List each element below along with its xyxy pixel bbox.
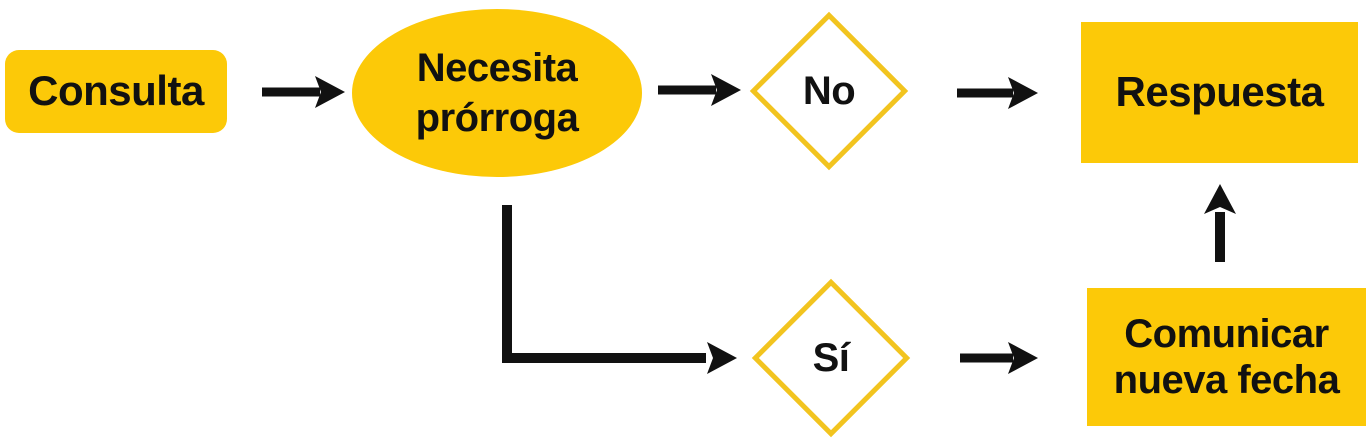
arrow-no-to-respuesta: [957, 77, 1038, 109]
node-no-label: No: [773, 63, 885, 119]
node-consulta: Consulta: [5, 50, 227, 133]
node-consulta-label: Consulta: [28, 67, 204, 115]
node-si-label: Sí: [775, 330, 887, 386]
arrow-consulta-to-necesita: [262, 76, 345, 108]
node-no-text: No: [802, 68, 856, 113]
arrow-si-to-comunicar: [960, 342, 1038, 374]
node-comunicar-line1: Comunicar: [1124, 312, 1329, 356]
node-necesita-prorroga: Necesita prórroga: [352, 9, 642, 177]
arrow-comunicar-to-respuesta: [1204, 184, 1236, 262]
arrow-necesita-to-si: [502, 205, 737, 374]
node-respuesta-label: Respuesta: [1115, 68, 1324, 116]
node-si-text: Sí: [812, 335, 850, 380]
node-comunicar-nueva-fecha: Comunicar nueva fecha: [1087, 288, 1366, 426]
node-comunicar-line2: nueva fecha: [1113, 358, 1340, 402]
node-necesita-prorroga-line1: Necesita: [416, 46, 578, 90]
arrow-necesita-to-no: [658, 74, 741, 106]
node-necesita-prorroga-line2: prórroga: [415, 96, 579, 140]
node-respuesta: Respuesta: [1081, 22, 1358, 163]
